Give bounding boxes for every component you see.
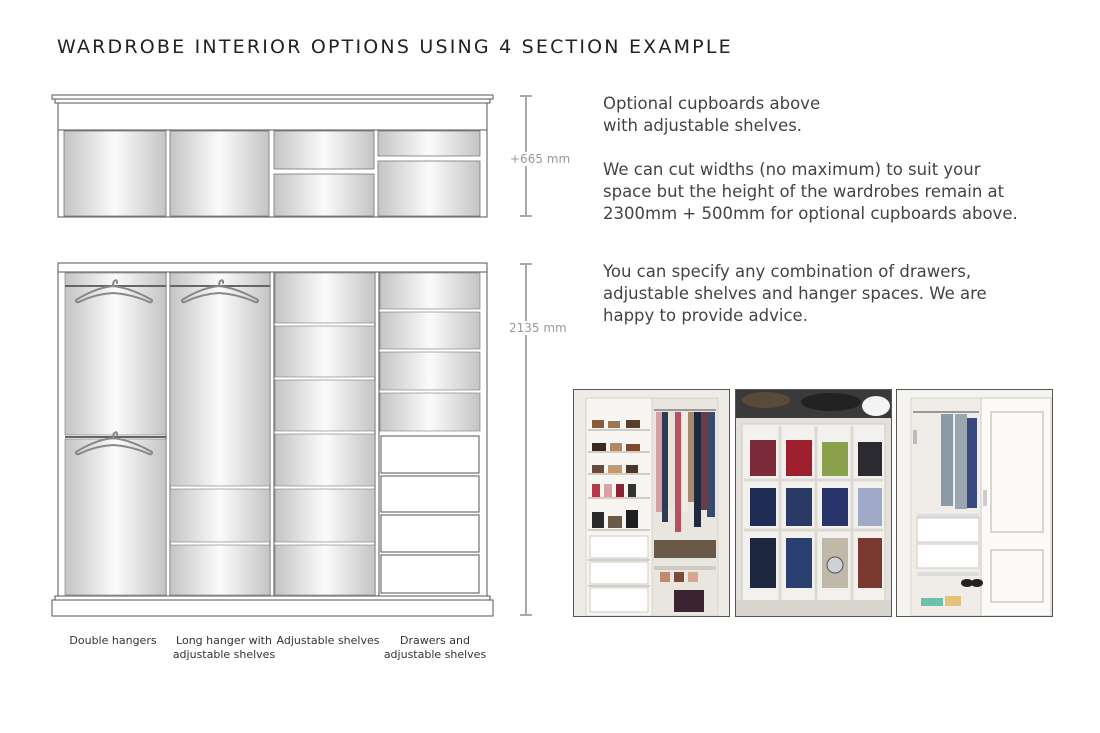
main-wardrobe-unit	[51, 262, 494, 617]
section-double-hangers	[64, 272, 167, 596]
section-adjustable-shelves	[274, 272, 376, 596]
top-cupboard-shelf	[377, 160, 481, 217]
top-cupboard-shelf	[273, 130, 375, 170]
top-cupboard-door-1	[63, 130, 167, 217]
photo-open-wardrobe-image	[574, 390, 729, 616]
combination-text: You can specify any combination of drawe…	[603, 262, 987, 325]
top-cupboard-door-2	[169, 130, 270, 217]
top-cupboard-unit	[51, 94, 494, 218]
photo-tie-drawer	[735, 389, 892, 617]
section-drawers-shelves	[379, 272, 481, 594]
photo-tie-drawer-image	[736, 390, 891, 616]
photo-drawer-wardrobe-image	[897, 390, 1052, 616]
hanger-icon	[74, 279, 154, 304]
hanger-icon	[180, 279, 260, 304]
caption-double-hangers: Double hangers	[69, 634, 157, 647]
cupboards-text: Optional cupboards above with adjustable…	[603, 94, 821, 135]
caption-drawers: Drawers and adjustable shelves	[383, 634, 487, 661]
main-height-label: 2135 mm	[508, 321, 568, 335]
caption-adjustable-shelves: Adjustable shelves	[276, 634, 380, 647]
hanger-icon	[74, 431, 154, 456]
section-long-hanger	[169, 272, 271, 596]
top-height-label: +665 mm	[509, 152, 572, 166]
page-title: WARDROBE INTERIOR OPTIONS USING 4 SECTIO…	[57, 36, 733, 58]
photo-open-wardrobe	[573, 389, 730, 617]
top-cupboard-shelf	[377, 130, 481, 157]
photo-drawer-wardrobe	[896, 389, 1053, 617]
top-cupboard-shelf	[273, 173, 375, 217]
widths-text: We can cut widths (no maximum) to suit y…	[603, 160, 1018, 223]
caption-long-hanger: Long hanger with adjustable shelves	[172, 634, 276, 661]
dimension-lines	[520, 95, 532, 616]
